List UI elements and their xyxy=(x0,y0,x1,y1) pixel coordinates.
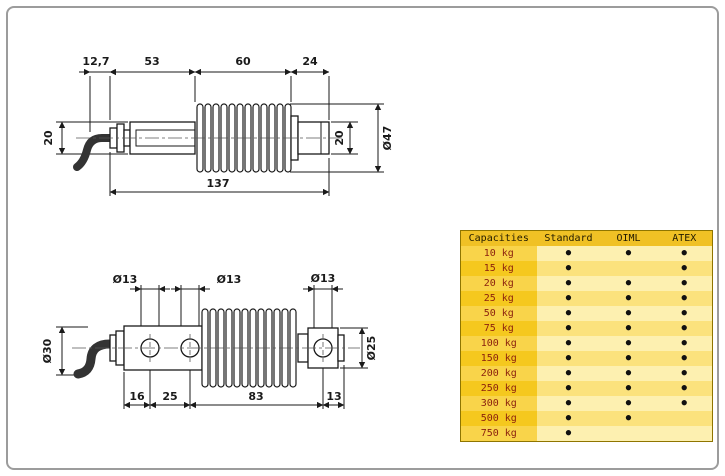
top-dimension-lines xyxy=(56,68,384,196)
availability-empty xyxy=(656,426,713,442)
availability-dot: ● xyxy=(600,291,657,306)
availability-dot: ● xyxy=(600,306,657,321)
capacity-cell: 500 kg xyxy=(460,411,537,426)
capacity-cell: 750 kg xyxy=(460,426,537,442)
availability-empty xyxy=(656,411,713,426)
dim-60-label: 60 xyxy=(235,55,251,68)
availability-dot: ● xyxy=(536,351,601,366)
bottom-dimension-labels: Ø13 Ø13 Ø13 Ø30 Ø25 16 25 83 13 xyxy=(41,272,378,403)
capacity-cell: 75 kg xyxy=(460,321,537,336)
dim-83-label: 83 xyxy=(248,390,263,403)
table-row: 15 kg●● xyxy=(460,261,713,276)
capacity-cell: 20 kg xyxy=(460,276,537,291)
availability-dot: ● xyxy=(600,351,657,366)
dia-13-label-2: Ø13 xyxy=(217,273,242,286)
table-row: 150 kg●●● xyxy=(460,351,713,366)
table-row: 20 kg●●● xyxy=(460,276,713,291)
dim-right-20-label: 20 xyxy=(333,130,346,146)
availability-dot: ● xyxy=(656,396,713,411)
availability-empty xyxy=(600,261,657,276)
table-header-row: Capacities Standard OIML ATEX xyxy=(460,230,713,246)
availability-dot: ● xyxy=(536,336,601,351)
availability-dot: ● xyxy=(656,306,713,321)
table-row: 500 kg●● xyxy=(460,411,713,426)
capacity-cell: 100 kg xyxy=(460,336,537,351)
availability-dot: ● xyxy=(656,351,713,366)
capacity-cell: 50 kg xyxy=(460,306,537,321)
availability-dot: ● xyxy=(656,276,713,291)
dia-30-label: Ø30 xyxy=(41,338,54,363)
availability-dot: ● xyxy=(656,261,713,276)
capacity-cell: 200 kg xyxy=(460,366,537,381)
availability-dot: ● xyxy=(536,381,601,396)
dim-dia-47-label: Ø47 xyxy=(381,126,394,151)
availability-dot: ● xyxy=(600,276,657,291)
capacity-cell: 15 kg xyxy=(460,261,537,276)
availability-dot: ● xyxy=(656,336,713,351)
header-standard: Standard xyxy=(536,230,601,246)
table-row: 750 kg● xyxy=(460,426,713,442)
dim-53-label: 53 xyxy=(144,55,159,68)
availability-dot: ● xyxy=(536,246,601,261)
table-row: 75 kg●●● xyxy=(460,321,713,336)
capacity-cell: 300 kg xyxy=(460,396,537,411)
availability-dot: ● xyxy=(600,246,657,261)
capacity-cell: 10 kg xyxy=(460,246,537,261)
dim-25-label: 25 xyxy=(162,390,177,403)
availability-dot: ● xyxy=(600,396,657,411)
dim-12-7-label: 12,7 xyxy=(82,55,109,68)
table-row: 10 kg●●● xyxy=(460,246,713,261)
table-row: 50 kg●●● xyxy=(460,306,713,321)
bottom-view-drawing: Ø13 Ø13 Ø13 Ø30 Ø25 16 25 83 13 xyxy=(41,272,378,409)
availability-dot: ● xyxy=(600,336,657,351)
table-row: 100 kg●●● xyxy=(460,336,713,351)
capacity-cell: 150 kg xyxy=(460,351,537,366)
availability-dot: ● xyxy=(656,321,713,336)
availability-dot: ● xyxy=(656,366,713,381)
table-row: 300 kg●●● xyxy=(460,396,713,411)
availability-dot: ● xyxy=(536,426,601,442)
cable xyxy=(73,134,115,171)
top-dimension-labels: 12,7 53 60 24 137 20 20 Ø47 xyxy=(42,55,394,190)
top-view-part xyxy=(73,103,342,173)
header-oiml: OIML xyxy=(600,230,657,246)
availability-dot: ● xyxy=(536,306,601,321)
availability-dot: ● xyxy=(600,366,657,381)
top-view-drawing: 12,7 53 60 24 137 20 20 Ø47 xyxy=(42,55,394,196)
availability-dot: ● xyxy=(536,291,601,306)
availability-dot: ● xyxy=(600,321,657,336)
capacity-cell: 250 kg xyxy=(460,381,537,396)
availability-dot: ● xyxy=(656,246,713,261)
header-capacities: Capacities xyxy=(460,230,537,246)
dim-24-label: 24 xyxy=(302,55,318,68)
availability-dot: ● xyxy=(600,411,657,426)
table-row: 25 kg●●● xyxy=(460,291,713,306)
dia-13-label-3: Ø13 xyxy=(311,272,336,285)
table-row: 200 kg●●● xyxy=(460,366,713,381)
availability-dot: ● xyxy=(656,291,713,306)
capacity-table: Capacities Standard OIML ATEX 10 kg●●●15… xyxy=(460,230,713,442)
hole-centerlines xyxy=(149,334,324,362)
availability-dot: ● xyxy=(536,366,601,381)
capacity-cell: 25 kg xyxy=(460,291,537,306)
table-row: 250 kg●●● xyxy=(460,381,713,396)
dia-25-label: Ø25 xyxy=(365,336,378,361)
availability-dot: ● xyxy=(536,411,601,426)
bottom-view-part xyxy=(72,308,360,388)
availability-dot: ● xyxy=(536,321,601,336)
header-atex: ATEX xyxy=(656,230,713,246)
availability-dot: ● xyxy=(536,261,601,276)
dim-16-label: 16 xyxy=(129,390,145,403)
availability-dot: ● xyxy=(600,381,657,396)
dim-137-label: 137 xyxy=(207,177,230,190)
availability-dot: ● xyxy=(656,381,713,396)
capacity-table-body: 10 kg●●●15 kg●●20 kg●●●25 kg●●●50 kg●●●7… xyxy=(460,246,713,442)
dim-left-20-label: 20 xyxy=(42,130,55,146)
availability-dot: ● xyxy=(536,276,601,291)
dia-13-label-1: Ø13 xyxy=(113,273,138,286)
availability-empty xyxy=(600,426,657,442)
dim-13-label: 13 xyxy=(326,390,341,403)
availability-dot: ● xyxy=(536,396,601,411)
cable xyxy=(73,339,129,379)
